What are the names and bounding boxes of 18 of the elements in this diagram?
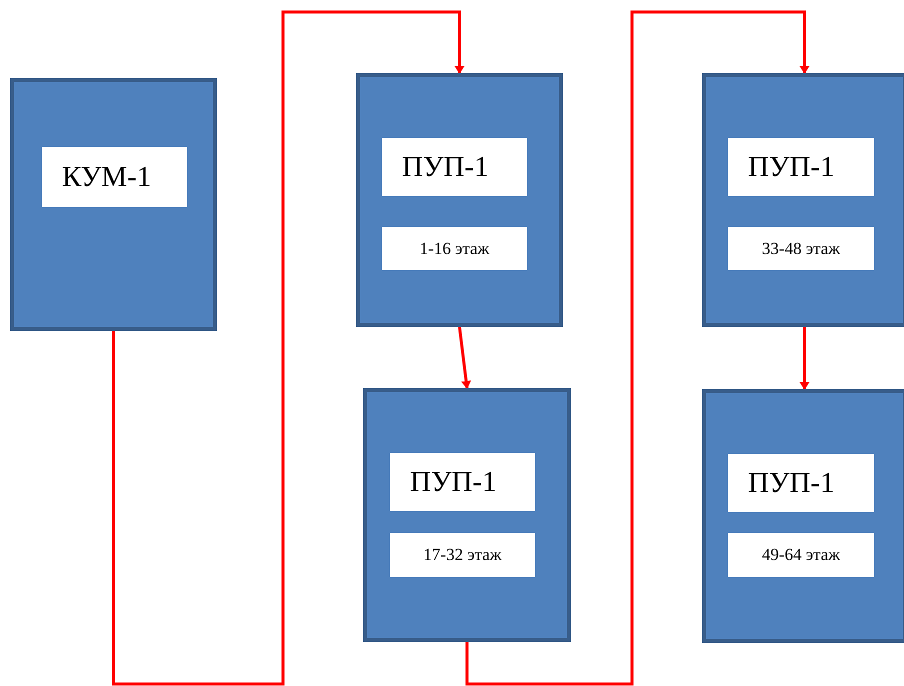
unit-name: ПУП-1 — [728, 138, 874, 196]
unit-name: ПУП-1 — [728, 454, 874, 512]
floor-range: 1-16 этаж — [382, 227, 527, 270]
device-box — [356, 73, 563, 327]
floor-range: 49-64 этаж — [728, 533, 874, 577]
arrow — [112, 10, 464, 686]
floor-range: 33-48 этаж — [728, 227, 874, 270]
unit-name: ПУП-1 — [390, 453, 535, 511]
device-box — [10, 78, 217, 331]
unit-name: ПУП-1 — [382, 138, 527, 196]
unit-name: КУМ-1 — [42, 147, 187, 207]
arrow — [458, 326, 472, 389]
device-box — [363, 388, 571, 642]
device-box — [702, 73, 904, 327]
floor-range: 17-32 этаж — [390, 533, 535, 577]
arrow — [800, 327, 810, 390]
device-box — [702, 389, 904, 643]
arrow — [466, 10, 810, 686]
